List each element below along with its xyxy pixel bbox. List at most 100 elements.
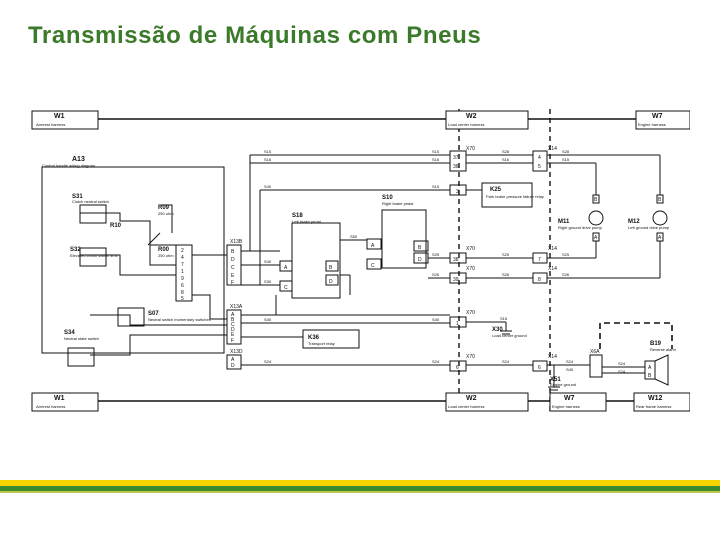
m12-code: M12: [628, 219, 640, 225]
a13-label: Control handle wiring diagram: [42, 163, 96, 168]
x70-pin-3: 3: [456, 189, 459, 195]
wire-far-6: S15: [500, 316, 508, 321]
harness-bottom-w2-label: Load center harness: [448, 404, 484, 409]
s10-code: S10: [382, 195, 393, 201]
a13-pin-7: 8: [181, 290, 184, 296]
a13-pin-8: 5: [181, 296, 184, 302]
s07-label: Neutral switch momentary switches: [148, 317, 211, 322]
m12-pin-a: A: [658, 235, 662, 241]
x13a-pin-6: F: [231, 338, 234, 344]
x13b-pin-4: E: [231, 273, 235, 279]
a13-pin-3: 7: [181, 262, 184, 268]
harness-top-w1-label: Armrest harness: [36, 122, 65, 127]
x70-pin-4: 38: [453, 257, 459, 263]
wire-far-2: S15: [562, 157, 570, 162]
s18-code: S18: [292, 213, 303, 219]
wire-right-9: S24: [618, 361, 626, 366]
wire-far-4: S26: [562, 272, 570, 277]
x13d-pin-2: D: [231, 363, 235, 369]
wire-far-5: S24: [618, 369, 626, 374]
harness-bottom-w12-label: Rear frame harness: [636, 404, 671, 409]
x6a-label: X6A: [590, 349, 600, 355]
x70-label-5: X70: [466, 354, 475, 360]
b19-pin-b: B: [648, 373, 652, 379]
wire-left-8: S24: [264, 359, 272, 364]
r10-code: R10: [110, 223, 122, 229]
b19-pin-a: A: [648, 365, 652, 371]
harness-bottom-w7-code: W7: [564, 395, 575, 402]
wire-left-2: S16: [264, 157, 272, 162]
b19-label: Reverse alarm: [650, 347, 677, 352]
s10-pin-3: C: [371, 263, 375, 269]
wire-right-7: S24: [566, 359, 574, 364]
s34-label: Neutral state switch: [64, 336, 99, 341]
x13d-label: X13D: [230, 349, 243, 355]
wire-right-1: S28: [502, 149, 510, 154]
x14-pin-3: 7: [538, 257, 541, 263]
harness-top-w7-label: Engine harness: [638, 122, 666, 127]
harness-top-w1-code: W1: [54, 113, 65, 120]
r00-label: 250 ohm: [158, 253, 174, 258]
m11-code: M11: [558, 219, 570, 225]
x14-pin-5: 6: [538, 365, 541, 371]
x70-pin-6: 1: [456, 321, 459, 327]
wire-left-3: S40: [264, 184, 272, 189]
s18-pin-1: A: [284, 265, 288, 271]
footer-stripe-light: [0, 491, 720, 493]
s32-label: Elevated circuit switch limit: [70, 253, 118, 258]
b19-code: B19: [650, 341, 662, 347]
s18-pin-4: D: [329, 279, 333, 285]
harness-bottom-w12-code: W12: [648, 395, 663, 402]
r00-code: R00: [158, 247, 170, 253]
wire-mid-4: S26: [432, 272, 440, 277]
x70-label-1: X70: [466, 146, 475, 152]
s18-pin-2: B: [329, 265, 333, 271]
x51-code: X51: [550, 377, 561, 383]
harness-bottom-w2-code: W2: [466, 395, 477, 402]
x13a-pin-2: B: [231, 317, 235, 323]
harness-bottom-w1-code: W1: [54, 395, 65, 402]
wire-far-1: S28: [562, 149, 570, 154]
harness-bottom-w1-label: Armrest harness: [36, 404, 65, 409]
wire-mid-5: S24: [432, 359, 440, 364]
r09-label: 250 ohm: [158, 211, 174, 216]
a13-pin-2: 4: [181, 255, 184, 261]
x13a-pin-5: E: [231, 332, 235, 338]
x14-label-1: X14: [548, 146, 557, 152]
x70-label-4: X70: [466, 310, 475, 316]
wire-mid-1: S15: [432, 149, 440, 154]
x13b-pin-5: F: [231, 280, 234, 286]
s31-label: Clutch neutral switch: [72, 199, 109, 204]
wire-mid-3: S25: [432, 252, 440, 257]
a13-pin-1: 2: [181, 248, 184, 254]
s18-label: Left brake pedal: [292, 219, 321, 224]
x14-label-3: X14: [548, 266, 557, 272]
m11-label: Right ground drive pump: [558, 225, 603, 230]
k25-label: Park brake pressure failure relay: [486, 194, 544, 199]
k36-label: Transport relay: [308, 341, 335, 346]
wire-right-5: S24: [502, 359, 510, 364]
x13a-pin-4: D: [231, 327, 235, 333]
wiring-diagram: W1 Armrest harness W2 Load center harnes…: [31, 109, 690, 412]
x13a-label: X13A: [230, 304, 243, 310]
harness-top-w2-label: Load center harness: [448, 122, 484, 127]
s18-pin-3: C: [284, 285, 288, 291]
m11-pin-b: B: [594, 197, 598, 203]
a13-pin-6: 6: [181, 283, 184, 289]
wire-far-3: S25: [562, 252, 570, 257]
wire-left-1: S15: [264, 149, 272, 154]
x70-label-3: X70: [466, 266, 475, 272]
page-title: Transmissão de Máquinas com Pneus: [28, 22, 482, 49]
s10-pin-2: B: [418, 245, 422, 251]
harness-top-w7-code: W7: [652, 113, 663, 120]
s34-code: S34: [64, 330, 75, 336]
wire-mid-2: S16: [432, 157, 440, 162]
x14-pin-4: 8: [538, 277, 541, 283]
wire-right-3: S25: [502, 252, 510, 257]
k36-code: K36: [308, 335, 320, 341]
x70-pin-7: 6: [456, 365, 459, 371]
wire-right-4: S26: [502, 272, 510, 277]
wire-left-4: S50: [350, 234, 358, 239]
wire-left-6: S30: [264, 279, 272, 284]
x13b-label: X13B: [230, 239, 243, 245]
